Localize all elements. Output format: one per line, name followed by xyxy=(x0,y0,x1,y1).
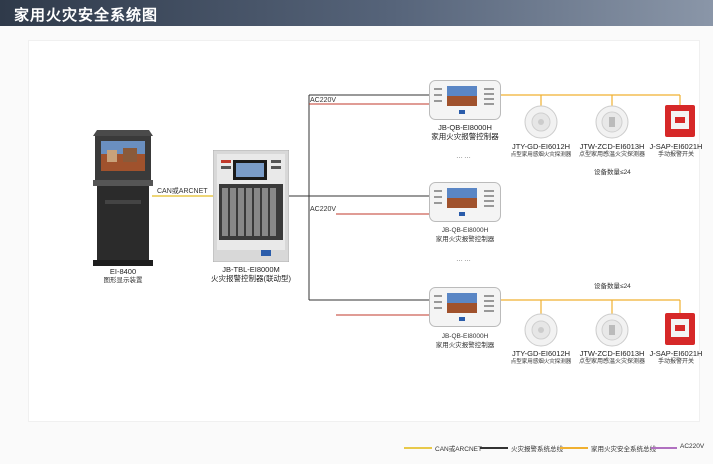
count-label-top: 设备数量≤24 xyxy=(594,169,631,176)
manual-alarm-switch-icon xyxy=(665,105,695,137)
smoke-detector-icon xyxy=(524,105,558,139)
can-label: CAN或ARCNET xyxy=(157,188,208,195)
legend-swatch-ac xyxy=(651,447,677,449)
smoke-detector-icon xyxy=(524,313,558,347)
count-label-bottom: 设备数量≤24 xyxy=(594,283,631,290)
home-controller-2 xyxy=(429,182,501,222)
legend-label-ac: AC220V xyxy=(680,443,705,450)
ac-label-top: AC220V xyxy=(310,97,337,104)
home2-name: 家用火灾报警控制器 xyxy=(435,236,495,243)
home1-name: 家用火灾报警控制器 xyxy=(431,132,499,141)
home3-name: 家用火灾报警控制器 xyxy=(435,342,495,349)
graphic-display-device xyxy=(93,130,153,266)
controller-name: 火灾报警控制器(联动型) xyxy=(211,274,291,283)
legend-swatch-alarm-bus xyxy=(480,447,508,449)
bot-d1-model: JTY-GD-EI6012H xyxy=(511,349,571,358)
heat-detector-icon xyxy=(595,105,629,139)
legend-label-can: CAN或ARCNET xyxy=(435,446,482,453)
top-d3-name: 手动报警开关 xyxy=(657,152,695,158)
title-bar: 家用火灾安全系统图 xyxy=(0,0,713,26)
ellipsis-1: …… xyxy=(456,153,472,160)
fire-alarm-controller xyxy=(213,150,289,262)
bot-d2-name: 点型家用感温火灾探测器 xyxy=(578,359,646,365)
top-d1-model: JTY-GD-EI6012H xyxy=(511,142,571,151)
manual-alarm-switch-icon xyxy=(665,313,695,345)
bot-d2-model: JTW-ZCD-EI6013H xyxy=(579,349,645,358)
top-d2-model: JTW-ZCD-EI6013H xyxy=(579,142,645,151)
top-d2-name: 点型家用感温火灾探测器 xyxy=(578,152,646,158)
top-d1-name: 点型家用感烟火灾探测器 xyxy=(510,152,572,158)
legend-swatch-home-bus xyxy=(560,447,588,449)
legend-label-alarm-bus: 火灾报警系统总线 xyxy=(511,446,563,453)
page-title: 家用火灾安全系统图 xyxy=(14,7,159,24)
home3-model: JB-QB-EI8000H xyxy=(441,333,489,340)
controller-model: JB-TBL-EI8000M xyxy=(222,265,280,274)
bot-d1-name: 点型家用感烟火灾探测器 xyxy=(510,359,572,365)
bot-d3-model: J-SAP-EI6021H xyxy=(649,349,703,358)
ellipsis-2: …… xyxy=(456,256,472,263)
heat-detector-icon xyxy=(595,313,629,347)
top-d3-model: J-SAP-EI6021H xyxy=(649,142,703,151)
legend-swatch-can xyxy=(404,447,432,449)
home1-model: JB-QB-EI8000H xyxy=(438,123,492,132)
home-controller-3 xyxy=(429,287,501,327)
display-name: 图形显示装置 xyxy=(103,277,143,284)
display-model: EI-8400 xyxy=(109,267,137,276)
ac-label-mid: AC220V xyxy=(310,206,337,213)
home-controller-1 xyxy=(429,80,501,120)
legend-label-home-bus: 家用火灾安全系统总线 xyxy=(591,446,656,453)
bot-d3-name: 手动报警开关 xyxy=(657,359,695,365)
home2-model: JB-QB-EI8000H xyxy=(441,227,489,234)
